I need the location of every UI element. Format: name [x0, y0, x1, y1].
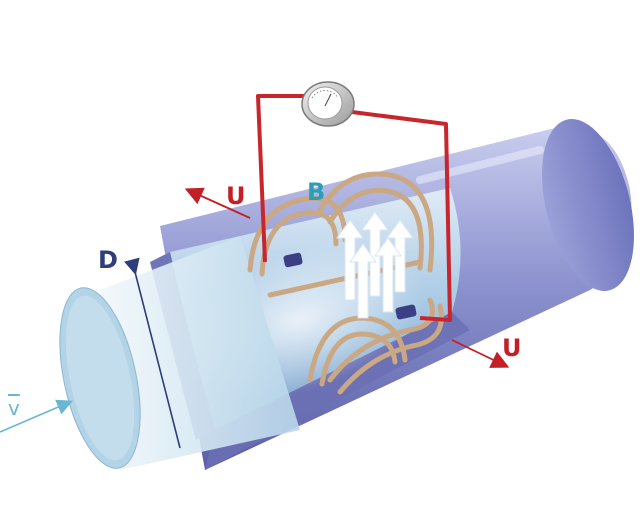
voltmeter-gauge-icon — [301, 81, 355, 127]
voltage-arrows — [184, 187, 510, 368]
velocity-label: v — [8, 396, 20, 420]
fluid-column — [59, 236, 300, 470]
diameter-label: D — [98, 246, 118, 274]
field-arrows — [336, 211, 414, 319]
measuring-circuit — [256, 94, 452, 322]
velocity-arrow — [0, 399, 73, 433]
magnetic-field-label: B — [307, 178, 326, 206]
voltage-label-right: U — [502, 334, 522, 362]
electrode-icon — [283, 252, 417, 320]
voltage-label-left: U — [226, 182, 246, 210]
diameter-indicator — [124, 257, 181, 449]
